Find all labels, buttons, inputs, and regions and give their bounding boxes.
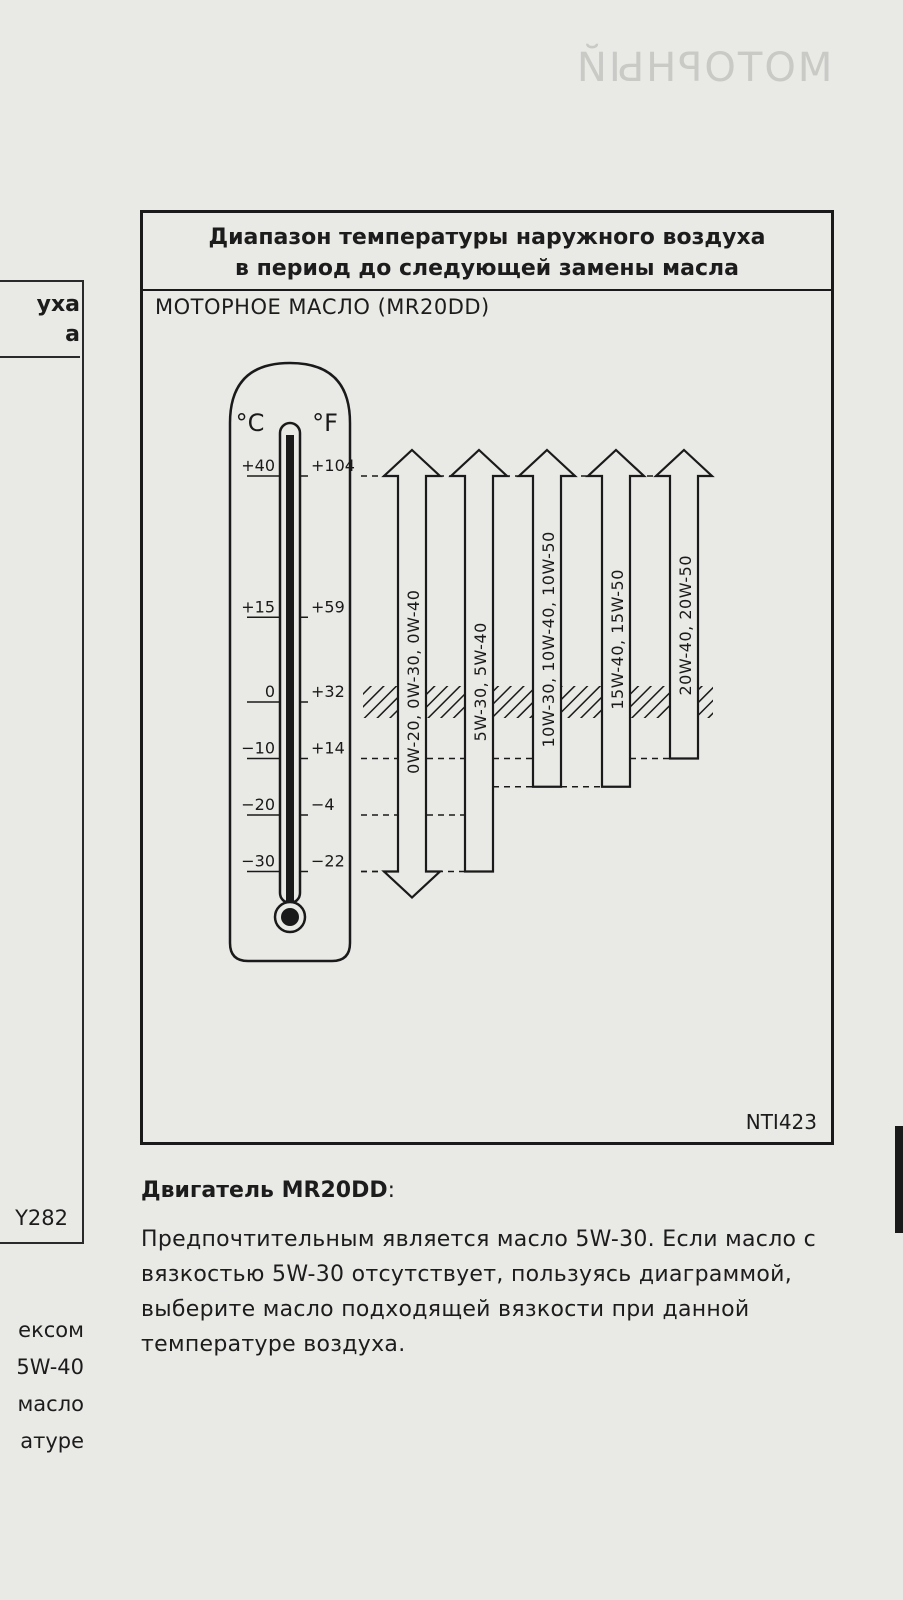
fahrenheit-label: −4: [311, 795, 335, 814]
left-column-header-line: ухa: [36, 292, 80, 317]
section-heading: Двигатель MR20DD:: [141, 1178, 395, 1203]
oil-range-arrow: [585, 448, 647, 788]
celsius-unit: °C: [236, 409, 265, 437]
left-column-figure-code: Y282: [15, 1206, 68, 1230]
left-column-header: ухa a: [0, 290, 80, 358]
left-column-header-line: a: [65, 322, 80, 347]
celsius-label: 0: [265, 682, 275, 701]
celsius-label: −20: [241, 795, 275, 814]
left-column-text-line: ексом: [18, 1318, 84, 1342]
figure-title: Диапазон температуры наружного воздуха в…: [143, 213, 831, 291]
fahrenheit-label: −22: [311, 852, 345, 871]
oil-range-arrows: 0W-20, 0W-30, 0W-40 5W-30, 5W-40 10W-30, 1…: [381, 448, 715, 900]
oil-viscosity-figure: Диапазон температуры наружного воздуха в…: [140, 210, 834, 1145]
fahrenheit-label: +104: [311, 456, 355, 475]
left-column-text-line: 5W-40: [16, 1355, 84, 1379]
figure-title-line: Диапазон температуры наружного воздуха: [208, 225, 766, 250]
left-column-text-line: масло: [17, 1392, 84, 1416]
fahrenheit-label: +14: [311, 739, 345, 758]
oil-range-arrow: [516, 448, 578, 788]
oil-range-arrow: [653, 448, 715, 760]
fahrenheit-label: +32: [311, 682, 345, 701]
oil-viscosity-label: 20W-40, 20W-50: [676, 555, 695, 696]
section-heading-text: Двигатель MR20DD: [141, 1178, 388, 1203]
section-body-text: Предпочтительным является масло 5W-30. Е…: [141, 1227, 816, 1357]
celsius-label: +15: [241, 597, 275, 616]
page-edge-tab: [895, 1126, 903, 1233]
left-column-frame: [0, 280, 84, 1244]
celsius-label: −10: [241, 739, 275, 758]
oil-viscosity-label: 10W-30, 10W-40, 10W-50: [539, 531, 558, 747]
figure-code: NTI423: [745, 1110, 817, 1134]
figure-title-line: в период до следующей замены масла: [235, 256, 739, 281]
left-column-text-line: атуре: [20, 1429, 84, 1453]
temperature-viscosity-diagram: °C °F +40 +104 +15 +59 0 +32 −10 +14 −20 −4 −30 −22…: [228, 361, 715, 963]
oil-range-arrow: [448, 448, 510, 873]
section-heading-colon: :: [387, 1178, 396, 1203]
mirrored-page-heading: МОТОРНЫЙ: [575, 45, 833, 91]
thermometer-bulb-core: [281, 908, 299, 926]
celsius-label: +40: [241, 456, 275, 475]
oil-viscosity-label: 15W-40, 15W-50: [608, 569, 627, 710]
fahrenheit-unit: °F: [312, 409, 338, 437]
oil-viscosity-label: 5W-30, 5W-40: [471, 622, 490, 741]
figure-subtitle: МОТОРНОЕ МАСЛО (MR20DD): [155, 295, 490, 319]
oil-range-arrow: [381, 448, 443, 900]
left-column-text: ексом 5W-40 масло атуре: [0, 1312, 84, 1460]
thermometer-outline: [228, 361, 352, 963]
fahrenheit-label: +59: [311, 597, 345, 616]
celsius-label: −30: [241, 852, 275, 871]
thermometer-mercury: [286, 435, 294, 907]
temperature-scale: +40 +104 +15 +59 0 +32 −10 +14 −20 −4 −30 −22: [241, 456, 355, 873]
oil-viscosity-label: 0W-20, 0W-30, 0W-40: [404, 590, 423, 774]
